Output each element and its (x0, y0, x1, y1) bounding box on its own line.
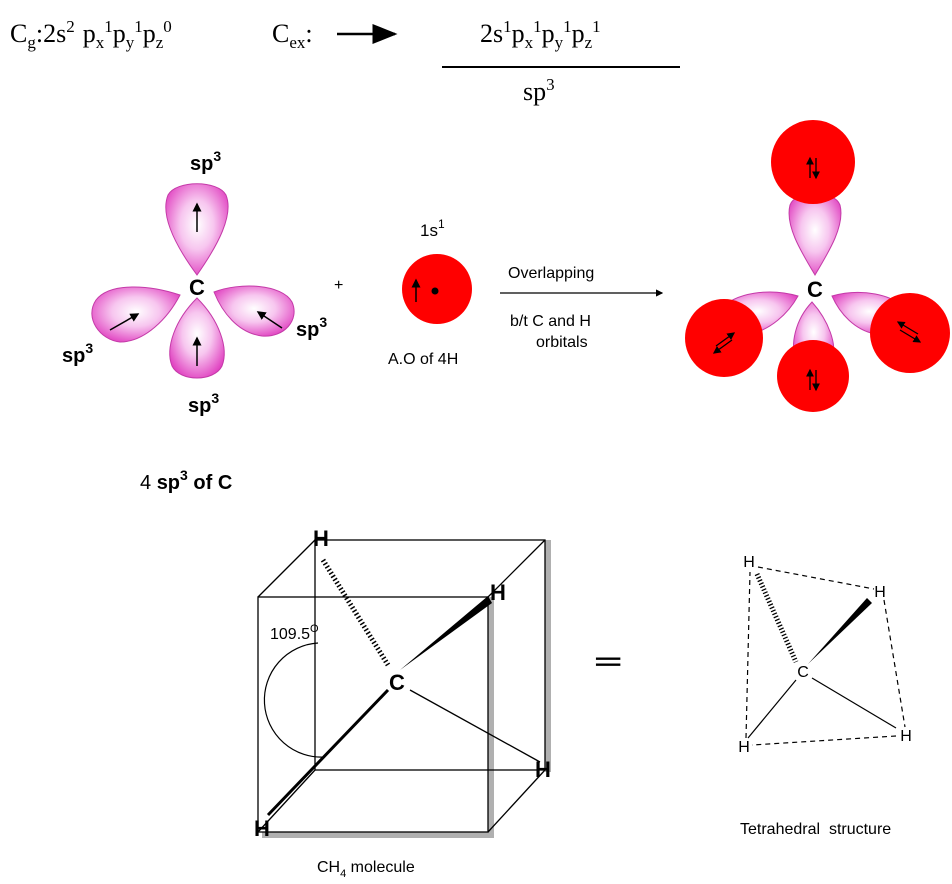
hydrogen-1s-orbital: 1s1 A.O of 4H (388, 217, 472, 368)
tetra-h-top-left: H (743, 554, 755, 571)
tetra-h-top-right: H (874, 584, 886, 601)
bond-angle-label: 109.5O (270, 623, 319, 643)
bond-angle-arc (263, 642, 326, 758)
tetrahedral-structure: C H H H H Tetrahedral structure (738, 554, 912, 838)
plus-sign: + (334, 277, 343, 294)
reaction-label-bottom-1: b/t C and H (510, 313, 591, 330)
tetra-h-bottom-right: H (900, 728, 912, 745)
tetra-bond-hashed (754, 572, 799, 664)
sp3-label-left: sp3 (62, 340, 93, 367)
overlap-carbon-label: C (807, 277, 823, 302)
excited-state-configuration: 2s1px1py1pz1 (480, 17, 601, 52)
carbon-sp3-orbitals: C sp3 sp3 sp3 sp3 4 sp3 of C (62, 148, 327, 494)
excited-state-label: Cex: (272, 19, 313, 52)
bond-wedge-right (400, 596, 492, 670)
tetra-carbon-label: C (797, 664, 809, 681)
sp3-lobe-right (213, 285, 295, 337)
h-orbital-left (685, 299, 763, 377)
cube-edges (257, 539, 546, 833)
tetrahedron-dashed-edges (745, 566, 906, 746)
reaction-label-top: Overlapping (508, 265, 594, 282)
hydrogen-orbital-caption: A.O of 4H (388, 351, 458, 368)
sp3-label-top: sp3 (190, 148, 221, 175)
tetra-bond-wedge (808, 598, 872, 664)
electron-arrow-right (256, 311, 283, 329)
tetra-h-bottom-left: H (738, 739, 750, 756)
overlap-result: C (685, 120, 950, 412)
bond-hashed-top (320, 558, 391, 667)
tetra-bond-right (811, 677, 897, 729)
cube-shadow-bottom-front (262, 832, 494, 838)
equals-sign: ═ (595, 642, 621, 680)
hydrogen-nucleus-dot (431, 287, 439, 295)
cube-carbon-label: C (389, 670, 405, 695)
cube-model: 109.5O C H H H H CH4 molecule (254, 526, 551, 880)
cube-h-back: H (535, 757, 551, 782)
cube-shadow-front-right (488, 597, 494, 837)
cube-h-front: H (254, 816, 270, 841)
cube-shadow-right (545, 540, 551, 772)
cube-h-top: H (313, 526, 329, 551)
cube-h-right: H (490, 580, 506, 605)
tetra-bond-left (747, 679, 797, 739)
electron-arrow-left (109, 313, 140, 331)
tetrahedron-caption: Tetrahedral structure (740, 821, 891, 838)
overlap-reaction: Overlapping b/t C and H orbitals (500, 265, 664, 351)
sp3-label-bottom: sp3 (188, 390, 219, 417)
carbon-atom-label: C (189, 275, 205, 300)
overlap-lobe-top (788, 193, 842, 276)
cube-front-face (257, 596, 489, 833)
hydrogen-orbital-label: 1s1 (420, 217, 445, 240)
cube-caption: CH4 molecule (317, 859, 415, 880)
bond-back-right (409, 689, 541, 763)
h-orbital-top (771, 120, 855, 204)
hybrid-label: sp3 (523, 75, 555, 106)
sp3-caption: 4 sp3 of C (140, 467, 232, 494)
h-orbital-bottom (777, 340, 849, 412)
bond-front-bottom (266, 688, 390, 817)
reaction-label-bottom-2: orbitals (536, 334, 588, 351)
cube-back-face (314, 539, 546, 771)
sp3-label-right: sp3 (296, 314, 327, 341)
paired-electrons (712, 156, 922, 392)
h-orbital-right (870, 293, 950, 373)
